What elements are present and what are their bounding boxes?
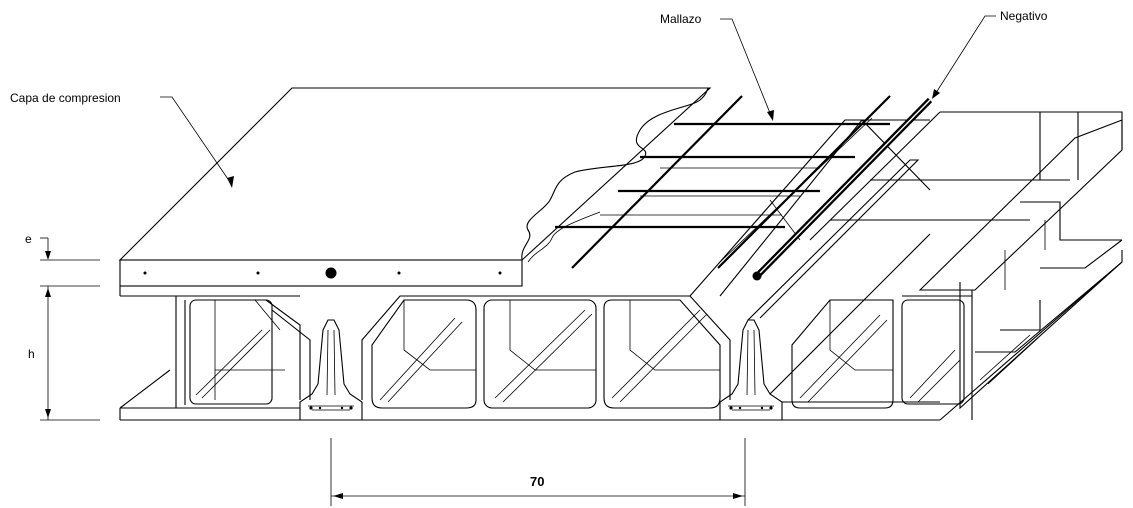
- joist-top: [600, 117, 931, 297]
- vertical-dimensions: e h: [25, 232, 100, 421]
- label-e: e: [25, 232, 32, 246]
- precast-joist-right: [719, 159, 931, 421]
- label-negativo: Negativo: [1000, 9, 1048, 23]
- label-capa-compresion: Capa de compresion: [10, 91, 121, 105]
- slab-body-center: [361, 295, 731, 409]
- annotations: Capa de compresion Mallazo Negativo: [10, 9, 1048, 188]
- main-bar-dot: [325, 267, 337, 279]
- slab-body-left: [119, 286, 720, 421]
- negative-bar: [752, 97, 933, 281]
- broken-edge: [521, 87, 711, 261]
- slab-body-right: [782, 111, 1123, 421]
- span-dimension-value: 70: [530, 474, 544, 489]
- label-h: h: [28, 347, 35, 361]
- precast-joist-left: [299, 319, 363, 421]
- compression-layer: [118, 87, 712, 287]
- mesh-bars: [555, 95, 891, 269]
- label-mallazo: Mallazo: [660, 12, 702, 26]
- span-dimension: 70: [330, 438, 746, 506]
